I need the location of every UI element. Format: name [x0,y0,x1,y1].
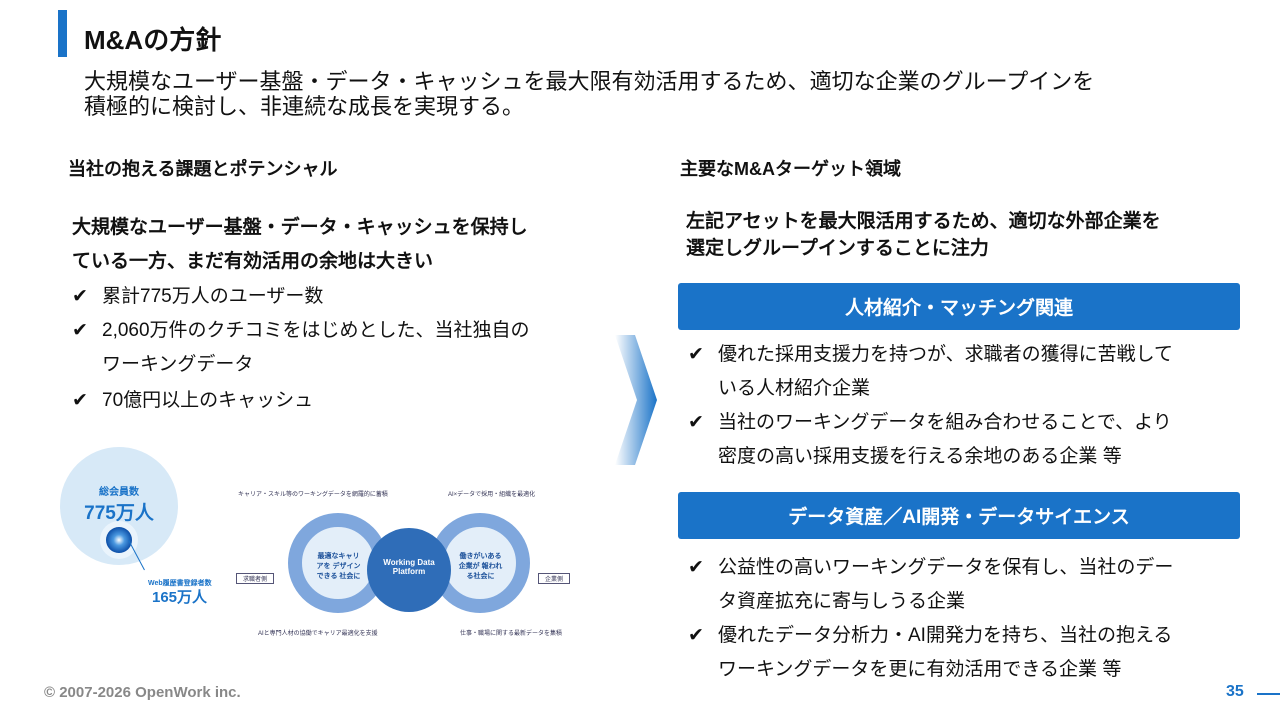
diagram-caption: 仕事・職場に関する最新データを集積 [460,631,563,637]
check-icon: ✔ [688,412,704,433]
list-item: ✔ 当社のワーキングデータを組み合わせることで、より密度の高い採用支援を行える余地… [688,406,1173,474]
item-text: 密度の高い採用支援を行える余地のある企業 等 [718,446,1122,467]
right-lead-line: 左記アセットを最大限活用するため、適切な外部企業を [686,211,1161,232]
left-lead: 大規模なユーザー基盤・データ・キャッシュを保持し ている一方、まだ有効活用の余地… [72,211,528,279]
intro-line-2: 積極的に検討し、非連続な成長を実現する。 [84,94,525,119]
item-text: 2,060万件のクチコミをはじめとした、当社独自の [102,320,530,341]
left-lead-line: 大規模なユーザー基盤・データ・キャッシュを保持し [72,217,528,238]
page-rule [1257,693,1280,695]
title-accent-bar [58,10,67,57]
right-lead-line: 選定しグループインすることに注力 [686,238,989,259]
section-band-matching: 人材紹介・マッチング関連 [678,283,1240,330]
left-lead-line: ている一方、まだ有効活用の余地は大きい [72,251,434,272]
check-icon: ✔ [72,390,88,411]
left-checklist: ✔ 累計775万人のユーザー数 ✔ 2,060万件のクチコミをはじめとした、当社独自… [72,280,530,418]
check-icon: ✔ [688,625,704,646]
list-item: ✔ 公益性の高いワーキングデータを保有し、当社のデータ資産拡充に寄与しうる企業 [688,551,1173,619]
item-text: 優れた採用支援力を持つが、求職者の獲得に苦戦して [718,344,1174,365]
members-value: 775万人 [84,503,154,524]
chevron-arrow-icon [615,335,657,465]
web-users-dot [106,527,132,553]
item-text: 当社のワーキングデータを組み合わせることで、より [718,412,1172,433]
item-text: 優れたデータ分析力・AI開発力を持ち、当社の抱える [718,625,1173,646]
page-title: M&Aの方針 [84,25,222,55]
diagram-caption: AI×データで採用・組織を最適化 [448,492,536,498]
right-heading: 主要なM&Aターゲット領域 [680,159,901,179]
item-text: ワーキングデータ [102,354,254,375]
check-icon: ✔ [688,344,704,365]
platform-circle: Working Data Platform [367,528,451,612]
item-text: 累計775万人のユーザー数 [102,286,324,307]
list-item: ✔ 優れた採用支援力を持つが、求職者の獲得に苦戦している人材紹介企業 [688,338,1173,406]
diagram-caption: キャリア・スキル等のワーキングデータを網羅的に蓄積 [238,492,388,498]
item-text: ワーキングデータを更に有効活用できる企業 等 [718,659,1122,680]
members-circle: 総会員数 775万人 [60,447,178,565]
company-tag: 企業側 [538,573,571,584]
item-text: 70億円以上のキャッシュ [102,390,314,411]
check-icon: ✔ [72,286,88,307]
list-item: ✔ 70億円以上のキャッシュ [72,384,530,418]
section-list-matching: ✔ 優れた採用支援力を持つが、求職者の獲得に苦戦している人材紹介企業 ✔ 当社のワー… [688,338,1173,474]
item-text: タ資産拡充に寄与しうる企業 [718,591,966,612]
check-icon: ✔ [688,557,704,578]
list-item: ✔ 優れたデータ分析力・AI開発力を持ち、当社の抱えるワーキングデータを更に有効活… [688,619,1173,687]
item-text: 公益性の高いワーキングデータを保有し、当社のデー [718,557,1174,578]
left-cycle-text: 最適なキャリアを デザインできる 社会に [316,553,361,580]
list-item: ✔ 2,060万件のクチコミをはじめとした、当社独自のワーキングデータ [72,314,530,382]
check-icon: ✔ [72,320,88,341]
members-label: 総会員数 [99,487,139,498]
list-item: ✔ 累計775万人のユーザー数 [72,280,530,314]
diagram-caption: AIと専門人材の協働でキャリア最適化を支援 [258,631,378,637]
right-cycle-text: 働きがいある 企業が 報われる社会に [458,553,503,580]
section-list-data-ai: ✔ 公益性の高いワーキングデータを保有し、当社のデータ資産拡充に寄与しうる企業 ✔… [688,551,1173,687]
jobseeker-tag: 求職者側 [236,573,275,584]
copyright: © 2007-2026 OpenWork inc. [44,684,241,701]
right-lead: 左記アセットを最大限活用するため、適切な外部企業を 選定しグループインすることに… [686,208,1161,262]
section-band-data-ai: データ資産／AI開発・データサイエンス [678,492,1240,539]
web-users-label: Web履歴書登録者数 [148,580,212,587]
working-data-diagram: キャリア・スキル等のワーキングデータを網羅的に蓄積 AI×データで採用・組織を最… [228,483,590,648]
item-text: いる人材紹介企業 [718,378,871,399]
web-users-value: 165万人 [152,589,208,606]
left-heading: 当社の抱える課題とポテンシャル [68,159,338,179]
page-number: 35 [1226,683,1244,700]
intro-line-1: 大規模なユーザー基盤・データ・キャッシュを最大限有効活用するため、適切な企業のグ… [84,69,1095,94]
